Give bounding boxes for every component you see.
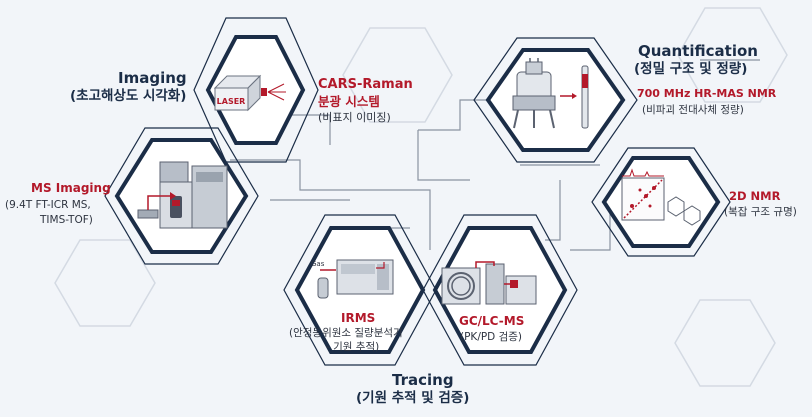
gas-label: Gas bbox=[311, 260, 325, 268]
gc-lc-ms-name: GC/LC-MS bbox=[459, 314, 525, 328]
nmr-2d-desc: (복잡 구조 규명) bbox=[724, 206, 797, 218]
gc-lc-ms-instrument-icon bbox=[441, 261, 537, 305]
cars-raman-desc: (비표지 이미징) bbox=[318, 111, 391, 124]
cars-raman-name: CARS-Raman bbox=[318, 77, 413, 92]
irms-instrument-icon bbox=[317, 259, 394, 299]
irms-desc-2: - 기원 추적) bbox=[326, 341, 380, 353]
ms-imaging-name: MS Imaging bbox=[31, 181, 111, 195]
quantification-subtitle: (정밀 구조 및 정량) bbox=[634, 61, 748, 77]
quantification-title: Quantification bbox=[638, 42, 758, 60]
laser-device-icon bbox=[213, 74, 286, 112]
hrmas-nmr-desc: (비파괴 전대사체 정량) bbox=[642, 104, 744, 116]
nmr-2d-name: 2D NMR bbox=[729, 189, 781, 203]
hexagon-gc-lc-ms bbox=[422, 214, 578, 366]
hexagon-cars-raman bbox=[193, 17, 319, 163]
irms-desc-1: (안정동위원소 질량분석기 bbox=[289, 327, 403, 339]
imaging-title: Imaging bbox=[118, 69, 187, 87]
tracing-subtitle: (기원 추적 및 검증) bbox=[356, 390, 470, 406]
hexagon-irms bbox=[283, 214, 437, 366]
mass-spectrometer-icon bbox=[137, 161, 228, 229]
tracing-title: Tracing bbox=[392, 371, 454, 389]
imaging-subtitle: (초고해상도 시각화) bbox=[70, 88, 187, 104]
background-hexagons bbox=[54, 7, 788, 387]
gc-lc-ms-desc: (PK/PD 검증) bbox=[460, 331, 523, 343]
hexagon-ms-imaging bbox=[104, 127, 259, 265]
nmr-magnet-icon bbox=[512, 58, 589, 129]
hrmas-nmr-name: 700 MHz HR-MAS NMR bbox=[637, 87, 777, 100]
ms-imaging-desc-1: (9.4T FT-ICR MS, bbox=[5, 199, 91, 211]
cars-raman-line2: 분광 시스템 bbox=[318, 94, 380, 109]
nmr-spectrum-icon bbox=[621, 168, 701, 226]
hexagon-hrmas-nmr bbox=[473, 37, 638, 163]
laser-label: LASER bbox=[217, 97, 246, 106]
irms-name: IRMS bbox=[341, 311, 376, 325]
ms-imaging-desc-2: TIMS-TOF) bbox=[40, 214, 93, 226]
hexagon-2d-nmr bbox=[591, 147, 731, 257]
